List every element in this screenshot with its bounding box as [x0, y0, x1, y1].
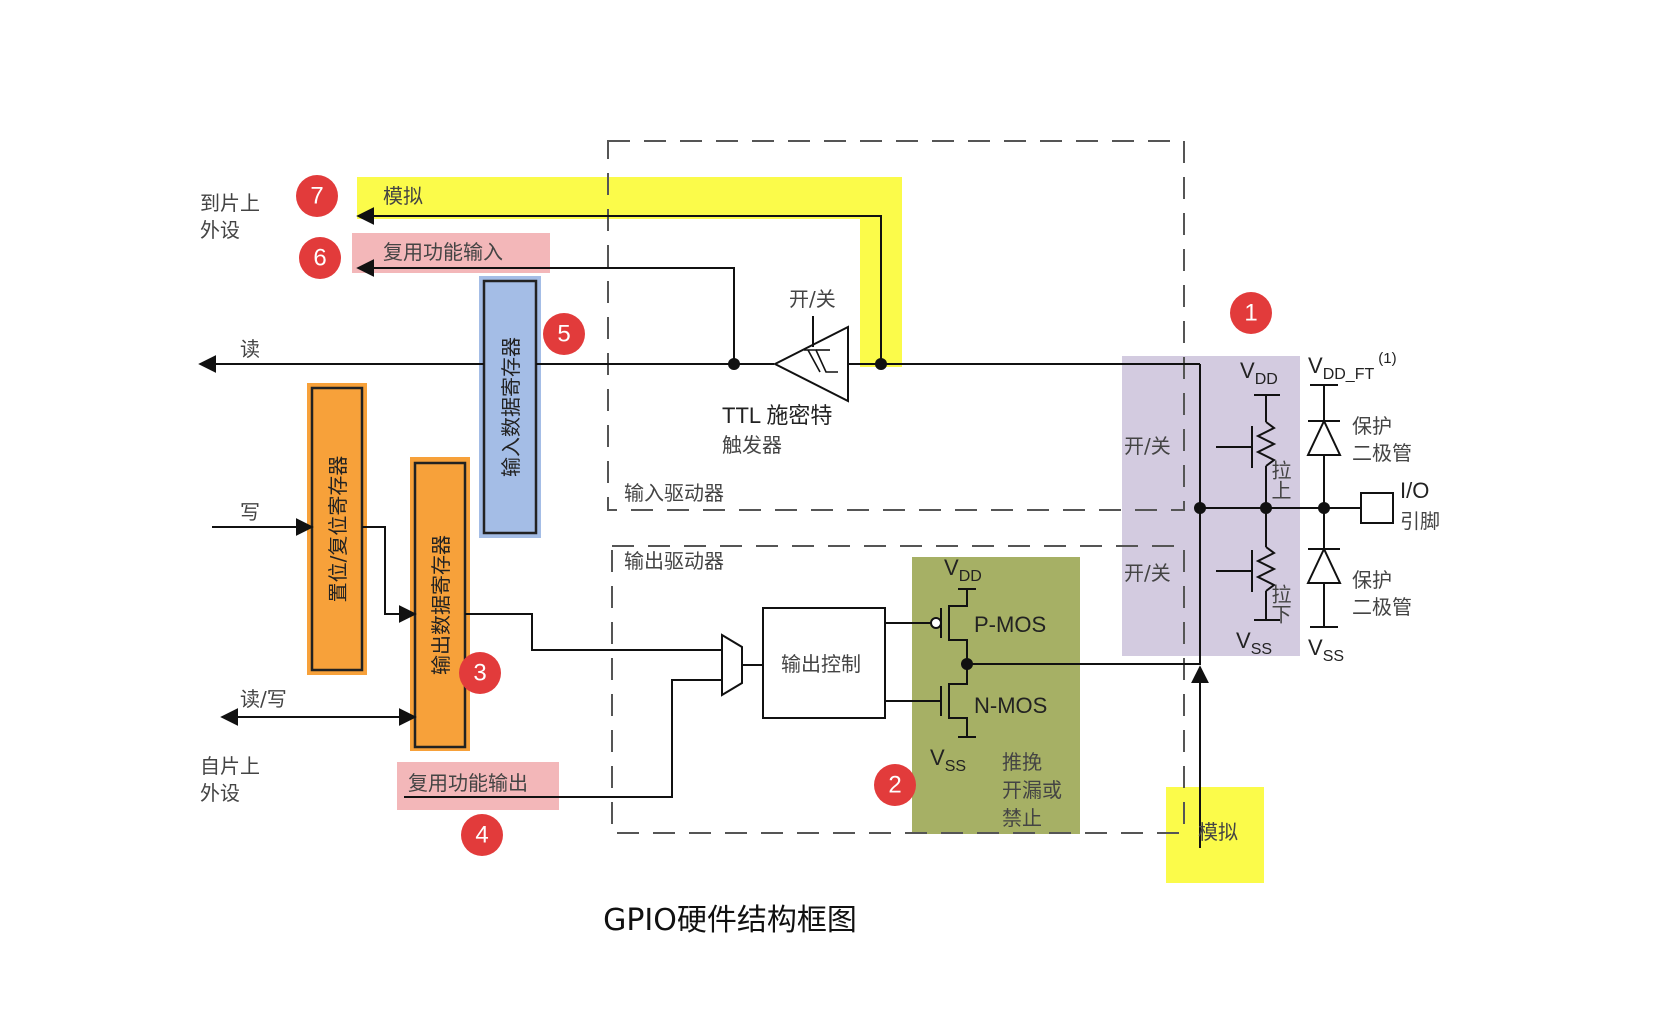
output-driver-box — [611, 545, 1185, 834]
output-mode-label-2: 开漏或 — [1002, 778, 1062, 802]
bit-set-reset-register-label: 置位/复位寄存器 — [326, 456, 350, 603]
bsrr-to-odr-line — [362, 526, 417, 623]
alt-output-line — [404, 679, 722, 798]
alt-function-output-label: 复用功能输出 — [408, 771, 528, 795]
svg-text:3: 3 — [473, 660, 486, 687]
svg-text:6: 6 — [313, 245, 326, 272]
output-control-label: 输出控制 — [781, 652, 861, 676]
output-control-block — [762, 607, 886, 719]
alt-function-input-highlight — [352, 233, 550, 273]
ttl-schmitt-label-2: 触发器 — [722, 433, 782, 457]
protection-diode-top-icon — [1306, 384, 1342, 508]
io-pin-label-2: 引脚 — [1400, 509, 1440, 533]
pull-down-label: 拉下 — [1268, 584, 1292, 624]
read-write-label: 读/写 — [240, 687, 287, 711]
to-onchip-peripheral-label-2: 外设 — [200, 218, 240, 242]
schmitt-trigger-icon — [772, 316, 849, 403]
protection-diode-bottom-icon — [1306, 508, 1342, 628]
alt-function-output-highlight — [397, 762, 559, 810]
badge-1: 1 — [1230, 292, 1272, 334]
io-pin-icon — [1360, 492, 1394, 524]
nmos-label: N-MOS — [974, 693, 1047, 718]
input-data-register — [479, 276, 541, 538]
analog-bottom-label: 模拟 — [1198, 820, 1238, 844]
from-onchip-peripheral-label-1: 自片上 — [200, 754, 260, 778]
svg-text:1: 1 — [1244, 300, 1257, 327]
badge-3: 3 — [459, 652, 501, 694]
odr-to-mux-line — [465, 613, 722, 651]
bit-set-reset-register — [307, 383, 367, 675]
svg-text:2: 2 — [888, 772, 901, 799]
vdd-ft-label: VDD_FT(1) — [1308, 350, 1397, 383]
badge-4: 4 — [461, 814, 503, 856]
pull-up-resistor-icon — [1216, 394, 1280, 508]
protect-diode-top-label-1: 保护 — [1352, 414, 1392, 438]
output-mode-label-1: 推挽 — [1002, 750, 1042, 774]
output-data-register-label: 输出数据寄存器 — [429, 535, 453, 675]
badge-6: 6 — [299, 237, 341, 279]
mos-vdd-label: VDD — [944, 555, 982, 585]
input-driver-label: 输入驱动器 — [624, 481, 724, 505]
pmos-transistor-icon — [885, 588, 976, 664]
analog-top-line — [356, 207, 882, 364]
input-data-register-label: 输入数据寄存器 — [499, 337, 523, 477]
pmos-label: P-MOS — [974, 612, 1046, 637]
output-driver-label: 输出驱动器 — [624, 549, 724, 573]
output-mode-label-3: 禁止 — [1002, 806, 1042, 830]
trigger-on-off-label: 开/关 — [789, 287, 836, 311]
multiplexer-icon — [721, 633, 743, 697]
junction-dot — [875, 358, 887, 370]
alt-function-input-label: 复用功能输入 — [383, 240, 503, 264]
from-onchip-peripheral-label-2: 外设 — [200, 781, 240, 805]
input-driver-box — [607, 140, 1185, 511]
pull-vdd-label: VDD — [1240, 358, 1278, 388]
svg-text:5: 5 — [557, 321, 570, 348]
diagram-caption: GPIO硬件结构框图 — [603, 903, 857, 938]
badge-2: 2 — [874, 764, 916, 806]
badge-5: 5 — [543, 313, 585, 355]
mos-vss-label: VSS — [930, 745, 966, 775]
analog-bottom-highlight — [1166, 787, 1264, 883]
badge-7: 7 — [296, 175, 338, 217]
read-label: 读 — [240, 337, 260, 361]
junction-dot — [728, 358, 740, 370]
pulldown-on-off-label: 开/关 — [1124, 561, 1171, 585]
svg-text:7: 7 — [310, 183, 323, 210]
pull-up-label: 拉上 — [1268, 460, 1292, 500]
output-data-register — [410, 457, 470, 751]
protect-diode-bottom-label-1: 保护 — [1352, 568, 1392, 592]
protect-diode-top-label-2: 二极管 — [1352, 441, 1412, 465]
ttl-schmitt-label-1: TTL 施密特 — [722, 403, 832, 428]
junction-dot — [1194, 502, 1206, 514]
protect-diode-bottom-label-2: 二极管 — [1352, 595, 1412, 619]
write-label: 写 — [240, 500, 260, 524]
pullup-on-off-label: 开/关 — [1124, 434, 1171, 458]
nmos-transistor-icon — [885, 664, 976, 738]
to-onchip-peripheral-label-1: 到片上 — [200, 191, 260, 215]
diode-vss-label: VSS — [1308, 635, 1344, 665]
pull-down-resistor-icon — [1216, 508, 1280, 621]
io-pin-label-1: I/O — [1400, 478, 1429, 503]
svg-text:4: 4 — [475, 822, 488, 849]
alt-input-line — [356, 259, 735, 364]
pull-vss-label: VSS — [1236, 628, 1272, 658]
analog-top-label: 模拟 — [383, 184, 423, 208]
